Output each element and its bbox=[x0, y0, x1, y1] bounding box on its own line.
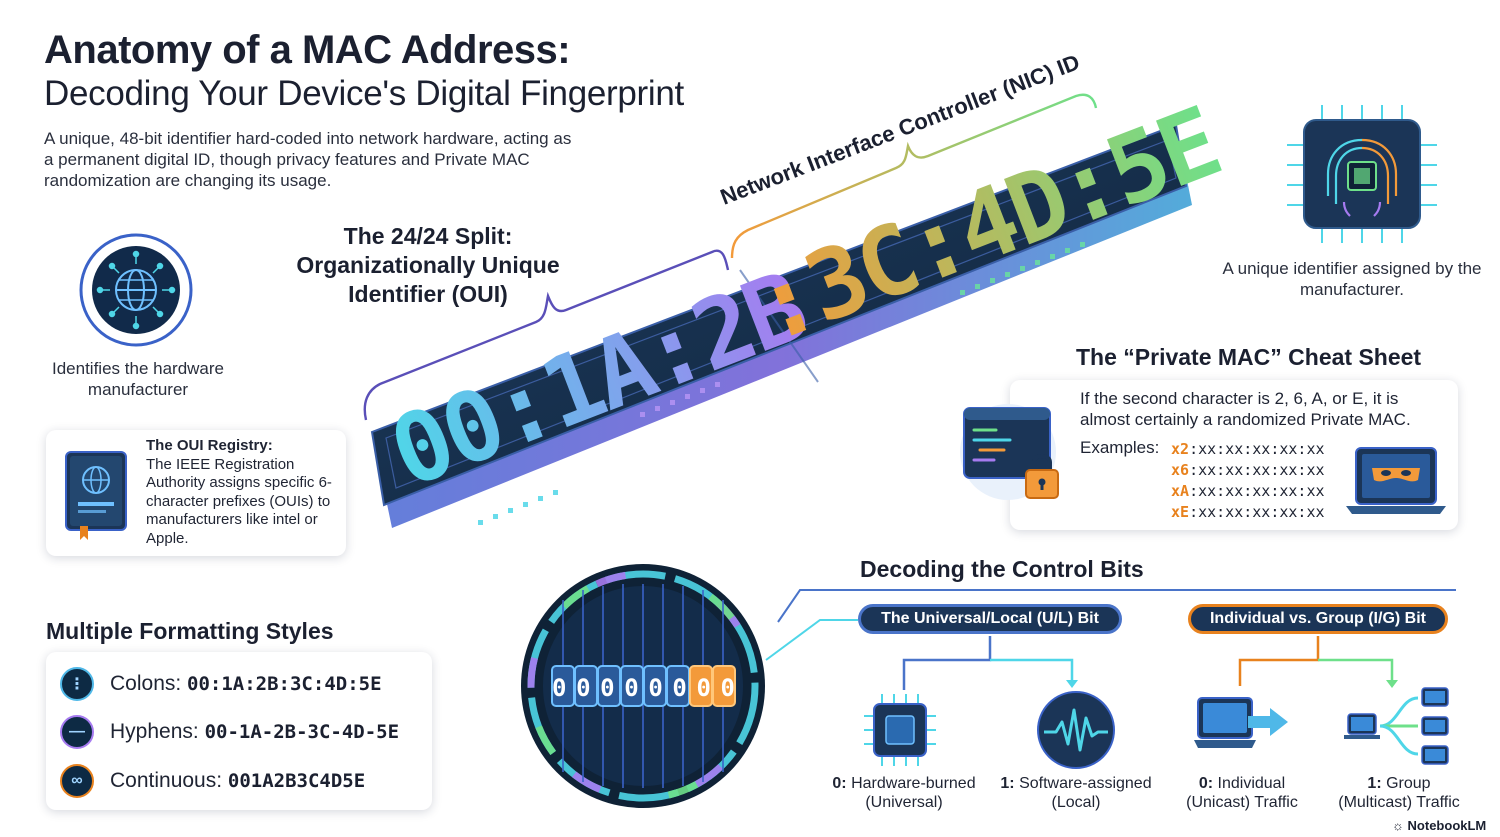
ig-zero-sub: (Unicast) Traffic bbox=[1186, 794, 1298, 811]
control-bits-dial: 00000000 bbox=[521, 564, 765, 808]
format-row-continuous: ∞ Continuous: 001A2B3C4D5E bbox=[60, 763, 365, 799]
masked-laptop-icon bbox=[1346, 447, 1446, 514]
cheat-sheet-text: If the second character is 2, 6, A, or E… bbox=[1080, 389, 1411, 429]
multicast-network-icon bbox=[1344, 687, 1449, 765]
ig-one-caption: 1: Group (Multicast) Traffic bbox=[1326, 774, 1472, 812]
control-bits-title: Decoding the Control Bits bbox=[860, 556, 1144, 582]
format-row-hyphens: — Hyphens: 00-1A-2B-3C-4D-5E bbox=[60, 714, 399, 750]
format-code: 001A2B3C4D5E bbox=[227, 770, 366, 792]
ul-one-value: 1: bbox=[1000, 775, 1015, 792]
code-lock-icon bbox=[960, 404, 1059, 500]
format-code: 00-1A-2B-3C-4D-5E bbox=[204, 721, 400, 743]
ul-one-caption: 1: Software-assigned (Local) bbox=[994, 774, 1158, 812]
plate-led-dots bbox=[478, 242, 1085, 525]
example-rest: :xx:xx:xx:xx:xx bbox=[1189, 461, 1325, 479]
ul-bit-label: The Universal/Local (U/L) Bit bbox=[858, 604, 1122, 634]
brand-watermark: ☼ NotebookLM bbox=[1392, 818, 1486, 833]
oui-registry-text: The OUI Registry: The IEEE Registration … bbox=[146, 437, 342, 548]
ul-one-sub: (Local) bbox=[1051, 794, 1101, 811]
example-row: x2:xx:xx:xx:xx:xx bbox=[1171, 440, 1325, 458]
page-subtitle: Decoding Your Device's Digital Fingerpri… bbox=[44, 74, 684, 113]
brand-icon: ☼ bbox=[1392, 818, 1404, 833]
ul-zero-text: Hardware-burned bbox=[851, 775, 976, 792]
format-row-colons: ⋮ Colons: 00:1A:2B:3C:4D:5E bbox=[60, 666, 382, 702]
example-prefix: xE bbox=[1171, 503, 1190, 521]
ig-one-text: Group bbox=[1386, 775, 1431, 792]
formats-card bbox=[46, 652, 432, 810]
example-prefix: x2 bbox=[1171, 440, 1190, 458]
ul-zero-caption: 0: Hardware-burned (Universal) bbox=[822, 774, 986, 812]
example-row: xA:xx:xx:xx:xx:xx bbox=[1171, 482, 1325, 500]
dash-icon: — bbox=[60, 715, 94, 749]
split-label: The 24/24 Split: Organizationally Unique… bbox=[296, 223, 560, 307]
format-label: Continuous: bbox=[110, 769, 223, 792]
ig-zero-caption: 0: Individual (Unicast) Traffic bbox=[1170, 774, 1314, 812]
link-icon: ∞ bbox=[60, 764, 94, 798]
globe-circuit-icon bbox=[79, 233, 193, 347]
plate-body bbox=[370, 123, 1192, 528]
fingerprint-chip-icon bbox=[1287, 105, 1437, 243]
ig-zero-text: Individual bbox=[1217, 775, 1286, 792]
example-row: xE:xx:xx:xx:xx:xx bbox=[1171, 503, 1325, 521]
example-rest: :xx:xx:xx:xx:xx bbox=[1189, 440, 1325, 458]
dots-icon: ⋮ bbox=[60, 667, 94, 701]
example-row: x6:xx:xx:xx:xx:xx bbox=[1171, 461, 1325, 479]
ig-bit-label: Individual vs. Group (I/G) Bit bbox=[1188, 604, 1448, 634]
ul-one-text: Software-assigned bbox=[1019, 775, 1152, 792]
page-title: Anatomy of a MAC Address: bbox=[44, 28, 571, 72]
examples-label: Examples: bbox=[1080, 438, 1160, 457]
oui-bracket bbox=[363, 249, 730, 421]
format-code: 00:1A:2B:3C:4D:5E bbox=[187, 673, 382, 695]
ul-zero-value: 0: bbox=[832, 775, 847, 792]
passport-book-icon bbox=[65, 451, 127, 540]
format-label: Hyphens: bbox=[110, 720, 199, 743]
waveform-icon bbox=[1037, 691, 1115, 769]
oui-registry-title: The OUI Registry: bbox=[146, 437, 273, 454]
formats-title: Multiple Formatting Styles bbox=[46, 618, 334, 644]
oui-caption: Identifies the hardware manufacturer bbox=[52, 359, 224, 399]
ul-zero-sub: (Universal) bbox=[865, 794, 943, 811]
intro-text: A unique, 48-bit identifier hard-coded i… bbox=[44, 129, 572, 190]
ig-one-sub: (Multicast) Traffic bbox=[1338, 794, 1460, 811]
example-prefix: x6 bbox=[1171, 461, 1190, 479]
ig-zero-value: 0: bbox=[1198, 775, 1214, 792]
nic-caption: A unique identifier assigned by the manu… bbox=[1222, 259, 1482, 299]
ig-one-value: 1: bbox=[1367, 775, 1382, 792]
microchip-icon bbox=[864, 694, 936, 766]
format-label: Colons: bbox=[110, 672, 182, 695]
cheat-sheet-title: The “Private MAC” Cheat Sheet bbox=[1076, 344, 1422, 370]
example-rest: :xx:xx:xx:xx:xx bbox=[1189, 503, 1325, 521]
example-prefix: xA bbox=[1171, 482, 1190, 500]
example-rest: :xx:xx:xx:xx:xx bbox=[1189, 482, 1325, 500]
oui-registry-body: The IEEE Registration Authority assigns … bbox=[146, 455, 332, 547]
unicast-laptop-icon bbox=[1194, 697, 1288, 748]
nic-bracket bbox=[730, 93, 1098, 259]
brand-name: NotebookLM bbox=[1407, 818, 1487, 833]
